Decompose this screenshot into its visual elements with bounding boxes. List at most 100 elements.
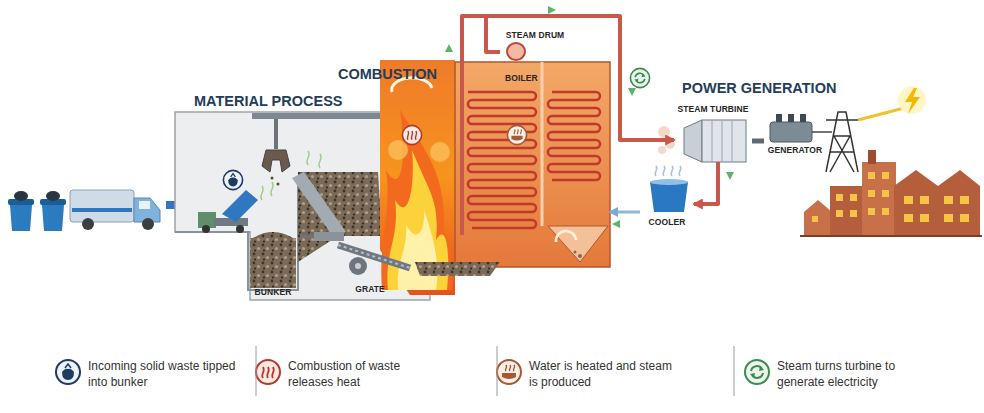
cooler: COOLER — [640, 164, 694, 228]
step-icons — [223, 68, 649, 189]
town — [868, 172, 875, 179]
legend-dividers — [256, 346, 257, 396]
bunker-pit — [250, 238, 296, 288]
section-heading: MATERIAL PROCESS — [194, 93, 343, 109]
waste-bins — [8, 191, 66, 231]
legend-text: Steam turns turbine to generate electric… — [777, 358, 927, 390]
town — [836, 194, 843, 201]
grate — [338, 245, 410, 268]
legend-entry: Water is heated and steam is produced — [529, 358, 679, 390]
part-label: STEAM TURBINE — [677, 104, 748, 115]
part-label: STEAM DRUM — [506, 30, 565, 41]
generator — [770, 114, 812, 142]
garbage-truck — [70, 190, 160, 230]
boiler-body — [548, 92, 600, 180]
garbage-truck — [72, 208, 132, 212]
section-heading: POWER GENERATION — [682, 80, 836, 96]
steam-drum: STEAM DRUM — [500, 30, 570, 61]
grate: GRATE — [330, 240, 410, 295]
power-grid — [812, 131, 832, 133]
legend-entry: Combustion of waste releases heat — [288, 358, 438, 390]
flow-arrows — [612, 220, 620, 228]
boiler-body — [415, 262, 500, 276]
generator — [776, 114, 782, 122]
section-heading: COMBUSTION — [338, 66, 437, 82]
power-grid — [812, 86, 926, 172]
waste-bins — [46, 191, 60, 201]
town — [944, 196, 953, 204]
part-label: BUNKER — [255, 287, 292, 298]
garbage-truck — [139, 201, 150, 209]
waste-crane — [262, 150, 290, 172]
flow-arrows — [445, 6, 734, 228]
grate — [355, 263, 361, 269]
boiler: BOILER — [455, 62, 610, 268]
cooler — [650, 166, 688, 212]
legend-text: Water is heated and steam is produced — [529, 358, 679, 390]
town — [836, 210, 843, 217]
waste-bins — [14, 191, 28, 201]
legend-icons — [56, 360, 80, 384]
waste-crane — [271, 177, 274, 180]
boiler-body — [415, 16, 610, 276]
boiler-body — [574, 251, 577, 254]
town — [882, 208, 889, 215]
tipping-truck — [202, 225, 210, 233]
steam-turbine: STEAM TURBINE — [674, 104, 752, 162]
town — [830, 186, 864, 236]
power-grid — [858, 108, 904, 120]
steam-turbine — [658, 126, 670, 138]
boiler-body — [548, 226, 608, 262]
waste-crane — [274, 119, 278, 149]
feed-chute — [314, 232, 344, 241]
legend-dividers — [734, 346, 735, 396]
boiler-body — [462, 16, 486, 235]
legend-icons — [256, 360, 280, 384]
boiler-body — [541, 62, 544, 226]
legend-dividers — [497, 346, 498, 396]
generator: GENERATOR — [764, 118, 826, 156]
power-grid — [826, 112, 858, 172]
feed-chute — [292, 172, 346, 238]
part-label: GENERATOR — [768, 145, 822, 156]
waste-bins — [10, 205, 32, 231]
generator — [770, 122, 812, 142]
feed-chute — [300, 235, 314, 238]
grate — [349, 257, 367, 275]
step-icons — [507, 125, 526, 144]
generator — [800, 114, 806, 122]
flow-arrows — [445, 44, 453, 52]
bunker-pit: BUNKER — [246, 236, 300, 298]
legend-icons — [745, 360, 769, 384]
town — [850, 194, 857, 201]
town — [850, 210, 857, 217]
tipping-truck — [198, 190, 258, 233]
town — [812, 216, 818, 222]
tipping-truck — [214, 218, 248, 226]
garbage-truck — [142, 218, 154, 230]
flow-arrows — [548, 6, 556, 14]
pipe-connector — [752, 139, 764, 144]
town — [862, 162, 896, 236]
steam-turbine — [658, 120, 746, 162]
cooler — [650, 179, 688, 185]
legend-text: Combustion of waste releases heat — [288, 358, 438, 390]
steam-turbine — [684, 120, 702, 162]
feed-chute — [292, 172, 382, 262]
garbage-truck — [70, 190, 134, 222]
tipping-truck — [222, 190, 258, 222]
flow-arrows — [726, 172, 734, 180]
town — [960, 214, 969, 222]
furnace — [430, 142, 450, 162]
boiler-body — [578, 254, 582, 258]
town — [800, 235, 982, 237]
town — [800, 150, 982, 236]
bunker-pit — [250, 232, 296, 240]
cooler — [650, 182, 688, 212]
waste-bins — [42, 205, 64, 231]
town — [920, 196, 929, 204]
legend-entry: Steam turns turbine to generate electric… — [777, 358, 927, 390]
waste-crane — [262, 119, 290, 186]
